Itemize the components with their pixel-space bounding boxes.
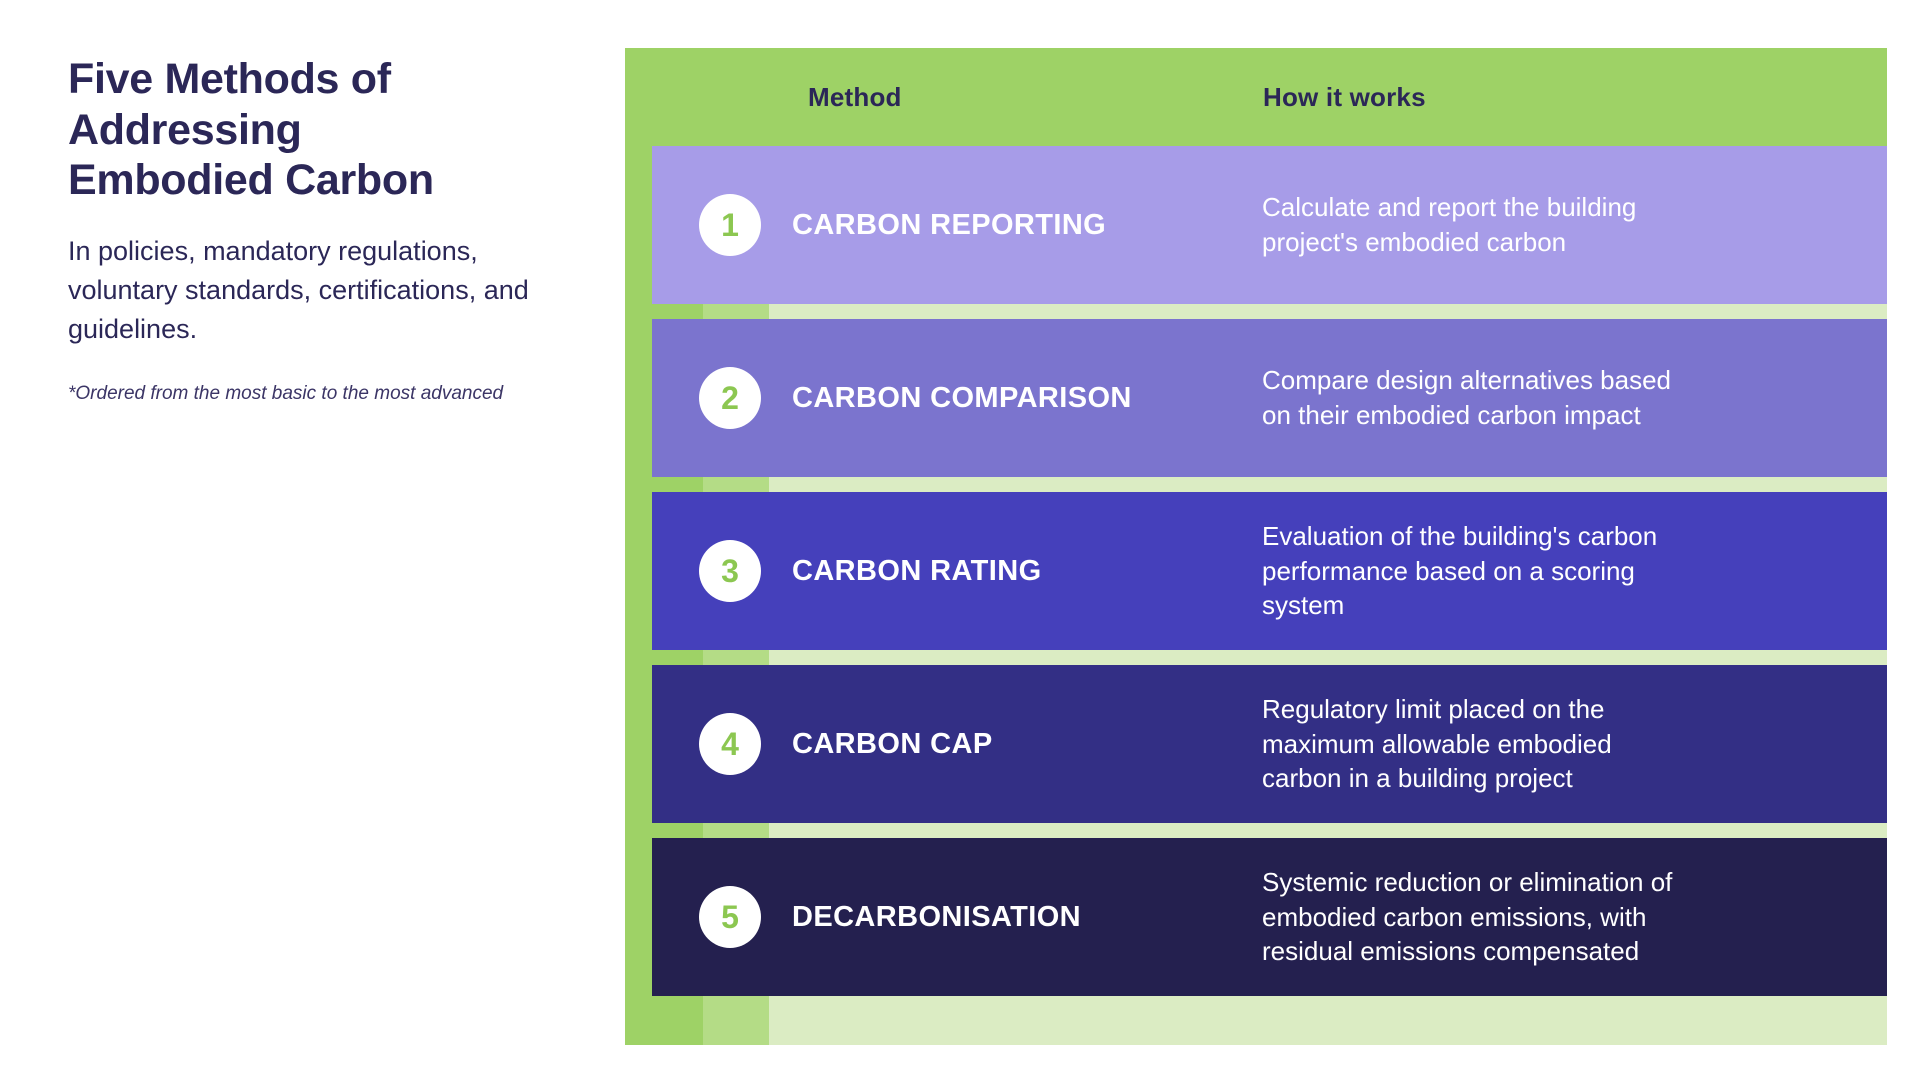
page-title: Five Methods of Addressing Embodied Carb… bbox=[68, 55, 434, 205]
row-method-label: CARBON COMPARISON bbox=[792, 381, 1132, 414]
table-row[interactable]: 1 CARBON REPORTING Calculate and report … bbox=[652, 146, 1887, 304]
page-footnote: *Ordered from the most basic to the most… bbox=[68, 382, 504, 404]
methods-row-list: 1 CARBON REPORTING Calculate and report … bbox=[652, 146, 1887, 1045]
row-description: Systemic reduction or elimination of emb… bbox=[1262, 867, 1673, 967]
row-number-badge: 2 bbox=[699, 367, 761, 429]
row-number-badge: 5 bbox=[699, 886, 761, 948]
table-row[interactable]: 4 CARBON CAP Regulatory limit placed on … bbox=[652, 665, 1887, 823]
column-header-method: Method bbox=[808, 81, 902, 112]
row-number-badge: 4 bbox=[699, 713, 761, 775]
page-subtitle: In policies, mandatory regulations, volu… bbox=[68, 236, 529, 345]
table-row[interactable]: 3 CARBON RATING Evaluation of the buildi… bbox=[652, 492, 1887, 650]
row-method-label: CARBON REPORTING bbox=[792, 208, 1107, 241]
methods-table-panel: Method How it works 1 CARBON REPORTING C… bbox=[625, 48, 1887, 1045]
row-method-label: DECARBONISATION bbox=[792, 900, 1082, 933]
intro-column: Five Methods of Addressing Embodied Carb… bbox=[68, 54, 538, 407]
row-description: Compare design alternatives based on the… bbox=[1262, 365, 1672, 430]
row-description: Calculate and report the building projec… bbox=[1262, 192, 1637, 257]
table-row[interactable]: 2 CARBON COMPARISON Compare design alter… bbox=[652, 319, 1887, 477]
row-description: Evaluation of the building's carbon perf… bbox=[1262, 521, 1658, 621]
column-header-how-it-works: How it works bbox=[1263, 81, 1426, 112]
row-method-label: CARBON RATING bbox=[792, 554, 1042, 587]
row-number-badge: 3 bbox=[699, 540, 761, 602]
row-description: Regulatory limit placed on the maximum a… bbox=[1262, 694, 1612, 794]
table-header-row: Method How it works bbox=[625, 48, 1887, 146]
table-row[interactable]: 5 DECARBONISATION Systemic reduction or … bbox=[652, 838, 1887, 996]
row-number-badge: 1 bbox=[699, 194, 761, 256]
row-method-label: CARBON CAP bbox=[792, 727, 993, 760]
